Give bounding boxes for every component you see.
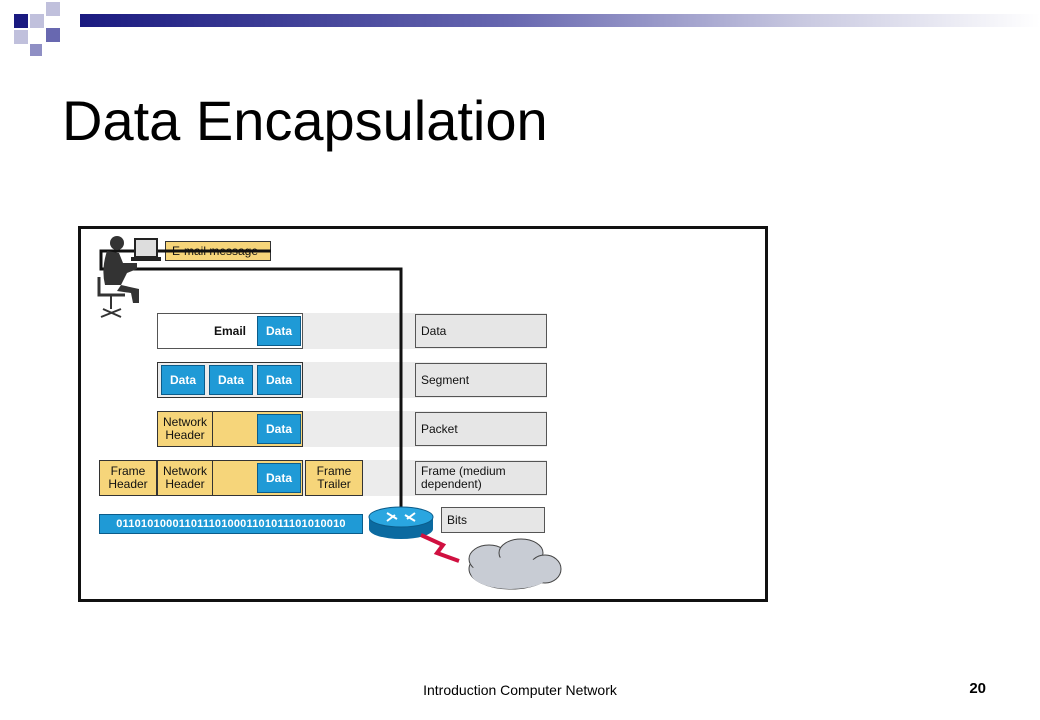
page-number: 20 [969, 680, 986, 697]
layer-label-bits: Bits [441, 507, 545, 533]
segment-data-cell-1: Data [161, 365, 205, 395]
layer-label-frame: Frame (medium dependent) [415, 461, 547, 495]
layer-label-data: Data [415, 314, 547, 348]
user-at-computer-icon [97, 236, 161, 318]
flow-line [99, 249, 403, 511]
bits-stream: 0110101000110111010001101011101010010 [99, 514, 363, 534]
network-cloud-icon [468, 538, 562, 590]
frame-network-header: Network Header [157, 460, 213, 496]
segment-data-cell-3: Data [257, 365, 301, 395]
encapsulation-diagram: E-mail message Email Data Data Data Data… [78, 226, 768, 602]
corner-square-light [46, 2, 60, 16]
segment-data-cell-2: Data [209, 365, 253, 395]
diagram-graphics [97, 236, 562, 590]
corner-square-light [14, 30, 28, 44]
slide-title: Data Encapsulation [62, 89, 548, 152]
data-cell: Data [257, 316, 301, 346]
layer-label-packet: Packet [415, 412, 547, 446]
frame-trailer: Frame Trailer [305, 460, 363, 496]
header-gradient-bar [80, 14, 1040, 27]
corner-square-light [30, 44, 42, 56]
packet-network-header: Network Header [157, 411, 213, 447]
frame-data-cell: Data [257, 463, 301, 493]
packet-data-cell: Data [257, 414, 301, 444]
router-icon [368, 506, 434, 539]
corner-square-navy [46, 28, 60, 42]
frame-header: Frame Header [99, 460, 157, 496]
segment-outline [157, 362, 303, 398]
lightning-link-icon [420, 533, 460, 563]
layer-label-segment: Segment [415, 363, 547, 397]
corner-square-navy [14, 14, 28, 28]
slide-footer: Introduction Computer Network [423, 682, 617, 698]
corner-square-light [30, 14, 44, 28]
